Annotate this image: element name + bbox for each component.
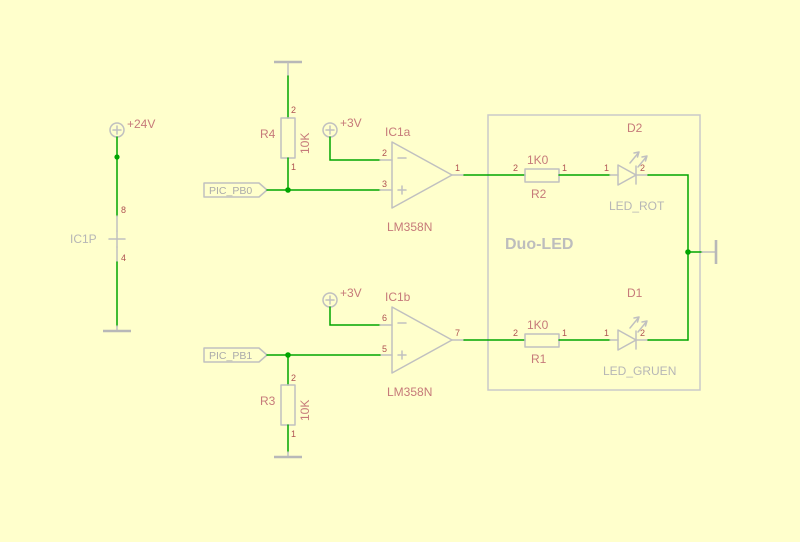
r4-value: 10K — [298, 133, 312, 154]
supply-24v-label: +24V — [127, 117, 155, 131]
ic1a-name: IC1a — [385, 125, 411, 139]
supply-3v-top-label: +3V — [340, 116, 362, 130]
resistor-body — [280, 117, 296, 159]
ic1p-pin-bottom-number: 4 — [121, 253, 126, 263]
net-flag-icon — [203, 182, 268, 198]
gnd-symbol-top[interactable] — [274, 60, 302, 77]
r1-pin-right-number: 1 — [562, 328, 567, 338]
ic1b-part: LM358N — [387, 385, 432, 399]
opamp-triangle-icon — [391, 141, 453, 209]
ic1a-part: LM358N — [387, 220, 432, 234]
gnd-symbol-right[interactable] — [701, 240, 718, 264]
led-d2[interactable]: 1 2 D2 LED_ROT — [604, 121, 665, 213]
ic1p-gate-cross-icon — [108, 230, 126, 248]
net-label-pb1-text: PIC_PB1 — [209, 350, 252, 362]
ic1b-pin-in-top: 6 — [382, 313, 387, 323]
net-flag-icon — [203, 347, 268, 363]
r4-name: R4 — [260, 127, 276, 141]
noninverting-input-mark — [397, 350, 407, 360]
led-d1[interactable]: 1 2 D1 LED_GRUEN — [603, 286, 676, 378]
junction-dot — [285, 187, 291, 193]
d2-value: LED_ROT — [609, 199, 665, 213]
ic1a-pin-in-top: 2 — [382, 148, 387, 158]
d1-pin-left-number: 1 — [604, 328, 609, 338]
r2-pin-left-number: 2 — [513, 163, 518, 173]
resistor-r4[interactable]: 2 R4 10K 1 — [260, 105, 312, 172]
frame-title: Duo-LED — [505, 236, 573, 253]
d1-name: D1 — [627, 286, 643, 300]
supply-3v-top[interactable]: +3V — [322, 116, 362, 138]
opamp-pin-stubs — [379, 324, 465, 356]
r1-name: R1 — [531, 352, 547, 366]
net-label-pb0-text: PIC_PB0 — [209, 185, 252, 197]
resistor-body — [280, 384, 296, 426]
net-wire-led-common[interactable] — [647, 174, 689, 341]
r3-pin-top-number: 2 — [291, 373, 296, 383]
junction-dot — [114, 154, 120, 160]
led-triangle-icon — [617, 329, 637, 351]
led-triangle-icon — [617, 164, 637, 186]
r2-pin-right-number: 1 — [562, 163, 567, 173]
resistor-body — [524, 168, 560, 183]
net-label-pb1[interactable]: PIC_PB1 — [203, 347, 268, 363]
net-wire-3v-top[interactable] — [329, 136, 381, 161]
led-emission-arrow-icon — [629, 151, 640, 164]
resistor-r1[interactable]: 2 1K0 R1 1 — [513, 318, 567, 366]
led-emission-arrow-icon — [629, 316, 640, 329]
ic1p-name: IC1P — [70, 232, 97, 246]
d1-pin-right-number: 2 — [640, 328, 645, 338]
d1-value: LED_GRUEN — [603, 364, 676, 378]
supply-3v-bottom-label: +3V — [340, 286, 362, 300]
resistor-body — [524, 333, 560, 348]
supply-3v-bottom[interactable]: +3V — [322, 286, 362, 308]
net-label-pb0[interactable]: PIC_PB0 — [203, 182, 268, 198]
opamp-ic1a[interactable]: 2 3 1 IC1a LM358N — [379, 125, 465, 234]
resistor-r2[interactable]: 2 1K0 R2 1 — [513, 153, 567, 201]
r1-pin-left-number: 2 — [513, 328, 518, 338]
r4-pin-bottom-number: 1 — [291, 162, 296, 172]
d2-pin-right-number: 2 — [640, 163, 645, 173]
led-emission-arrow-icon — [637, 320, 648, 333]
r3-value: 10K — [298, 400, 312, 421]
ic1b-pin-out: 7 — [455, 328, 460, 338]
power-gate-ic1p[interactable]: 8 IC1P 4 — [70, 205, 126, 263]
r3-name: R3 — [260, 394, 276, 408]
resistor-r3[interactable]: 2 R3 10K 1 — [260, 373, 312, 439]
r4-pin-top-number: 2 — [291, 105, 296, 115]
gnd-symbol-left[interactable] — [103, 325, 131, 333]
led-emission-arrow-icon — [637, 155, 648, 168]
supply-plus-icon — [325, 295, 335, 305]
d2-pin-left-number: 1 — [604, 163, 609, 173]
ic1a-pin-in-bottom: 3 — [382, 179, 387, 189]
supply-24v[interactable]: +24V — [109, 117, 155, 138]
ic1b-name: IC1b — [385, 290, 411, 304]
opamp-ic1b[interactable]: 6 5 7 IC1b LM358N — [379, 290, 465, 399]
noninverting-input-mark — [397, 185, 407, 195]
r2-value: 1K0 — [527, 153, 549, 167]
r2-name: R2 — [531, 187, 547, 201]
gnd-symbol-bottom[interactable] — [274, 451, 302, 459]
opamp-pin-stubs — [379, 159, 465, 191]
opamp-triangle-icon — [391, 306, 453, 374]
ic1p-pin-top-number: 8 — [121, 205, 126, 215]
d2-name: D2 — [627, 121, 643, 135]
ic1a-pin-out: 1 — [455, 163, 460, 173]
ic1b-pin-in-bottom: 5 — [382, 344, 387, 354]
duo-led-frame[interactable]: Duo-LED — [487, 114, 701, 391]
supply-plus-icon — [325, 125, 335, 135]
net-wire-3v-bottom[interactable] — [329, 306, 381, 326]
r3-pin-bottom-number: 1 — [291, 429, 296, 439]
r1-value: 1K0 — [527, 318, 549, 332]
supply-plus-icon — [112, 125, 122, 135]
